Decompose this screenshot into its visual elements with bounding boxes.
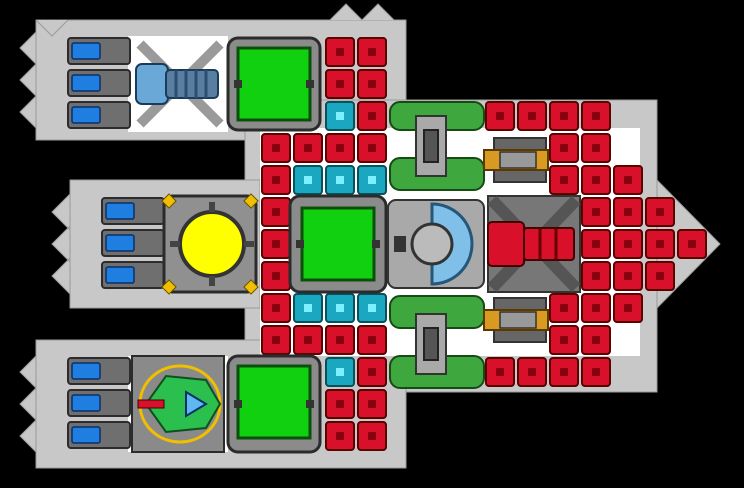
storage-module-center[interactable] [288, 194, 388, 294]
red-armor-block[interactable] [581, 133, 611, 163]
main-red-cannon[interactable] [487, 195, 581, 293]
green-pipe-lower [389, 295, 485, 389]
middle-left-thruster-stack [101, 197, 165, 289]
red-armor-block[interactable] [485, 101, 515, 131]
coil-turret-top[interactable] [135, 40, 224, 128]
red-armor-block[interactable] [325, 421, 355, 451]
red-armor-block[interactable] [581, 325, 611, 355]
red-armor-block[interactable] [581, 229, 611, 259]
red-armor-block[interactable] [261, 229, 291, 259]
red-armor-block[interactable] [325, 133, 355, 163]
thruster-nozzle [71, 106, 101, 124]
red-armor-block[interactable] [357, 421, 387, 451]
thruster-nozzle [105, 202, 135, 220]
red-armor-block[interactable] [549, 133, 579, 163]
red-armor-block[interactable] [261, 325, 291, 355]
red-armor-block[interactable] [485, 357, 515, 387]
red-armor-block[interactable] [549, 165, 579, 195]
red-armor-block[interactable] [517, 101, 547, 131]
fighter-hangar-ship[interactable] [131, 355, 225, 453]
cyan-armor-block[interactable] [325, 101, 355, 131]
top-left-thruster-stack [67, 37, 131, 129]
shield-generator[interactable] [387, 199, 485, 289]
thruster-nozzle [105, 234, 135, 252]
red-armor-block[interactable] [581, 293, 611, 323]
thruster-nozzle [105, 266, 135, 284]
red-armor-block[interactable] [357, 69, 387, 99]
thruster-nozzle [71, 42, 101, 60]
red-armor-block[interactable] [549, 293, 579, 323]
cyan-armor-block[interactable] [357, 165, 387, 195]
red-armor-block[interactable] [517, 357, 547, 387]
red-armor-block[interactable] [613, 197, 643, 227]
red-armor-block[interactable] [581, 165, 611, 195]
red-armor-block[interactable] [645, 229, 675, 259]
red-armor-block[interactable] [357, 37, 387, 67]
storage-module-top[interactable] [226, 36, 322, 132]
thruster-nozzle [71, 426, 101, 444]
red-armor-block[interactable] [613, 165, 643, 195]
red-armor-block[interactable] [261, 261, 291, 291]
red-armor-block[interactable] [325, 37, 355, 67]
power-core[interactable] [161, 193, 259, 295]
red-armor-block[interactable] [357, 389, 387, 419]
red-armor-block[interactable] [645, 261, 675, 291]
cyan-armor-block[interactable] [325, 293, 355, 323]
red-armor-block[interactable] [581, 357, 611, 387]
thruster-nozzle [71, 74, 101, 92]
storage-module-bottom[interactable] [226, 354, 322, 454]
cyan-armor-block[interactable] [325, 357, 355, 387]
red-armor-block[interactable] [357, 325, 387, 355]
green-pipe-upper [389, 101, 485, 191]
red-armor-block[interactable] [261, 197, 291, 227]
red-armor-block[interactable] [645, 197, 675, 227]
red-armor-block[interactable] [325, 389, 355, 419]
red-armor-block[interactable] [549, 357, 579, 387]
red-armor-block[interactable] [325, 69, 355, 99]
gold-turret-lower[interactable] [483, 297, 549, 343]
gold-turret-upper[interactable] [483, 137, 549, 183]
thruster-group [67, 37, 165, 449]
red-armor-block[interactable] [581, 261, 611, 291]
red-armor-block[interactable] [613, 293, 643, 323]
red-armor-block[interactable] [325, 325, 355, 355]
block-grid [261, 37, 707, 451]
cyan-armor-block[interactable] [325, 165, 355, 195]
thruster-nozzle [71, 362, 101, 380]
red-armor-block[interactable] [677, 229, 707, 259]
cyan-armor-block[interactable] [357, 293, 387, 323]
red-armor-block[interactable] [357, 357, 387, 387]
red-armor-block[interactable] [261, 133, 291, 163]
red-armor-block[interactable] [357, 101, 387, 131]
red-armor-block[interactable] [293, 133, 323, 163]
bottom-left-thruster-stack [67, 357, 131, 449]
red-armor-block[interactable] [613, 261, 643, 291]
cyan-armor-block[interactable] [293, 293, 323, 323]
red-armor-block[interactable] [261, 165, 291, 195]
cyan-armor-block[interactable] [293, 165, 323, 195]
red-armor-block[interactable] [581, 101, 611, 131]
red-armor-block[interactable] [549, 325, 579, 355]
red-armor-block[interactable] [357, 133, 387, 163]
red-armor-block[interactable] [549, 101, 579, 131]
red-armor-block[interactable] [613, 229, 643, 259]
red-armor-block[interactable] [581, 197, 611, 227]
thruster-nozzle [71, 394, 101, 412]
red-armor-block[interactable] [261, 293, 291, 323]
red-armor-block[interactable] [293, 325, 323, 355]
